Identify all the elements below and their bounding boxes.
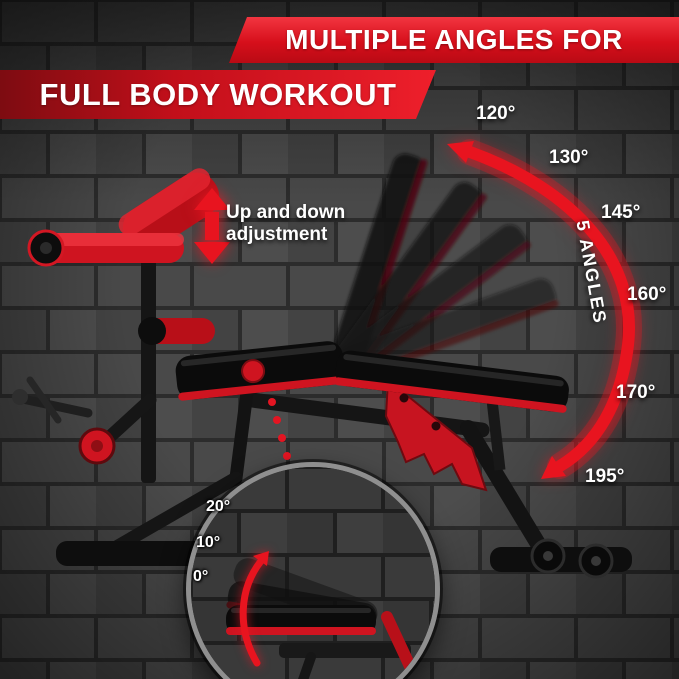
leg-developer xyxy=(12,168,220,483)
angle-label-195: 195° xyxy=(585,466,625,487)
adjustment-callout-line1: Up and down xyxy=(226,202,346,223)
up-down-arrow-icon xyxy=(194,188,230,264)
barbell-holder xyxy=(12,376,93,424)
inset-angle-label-0: 0° xyxy=(193,568,209,585)
inset-angle-label-20: 20° xyxy=(206,498,231,515)
angle-label-130: 130° xyxy=(549,147,589,168)
backrest-pad xyxy=(334,350,569,413)
banner-bottom-label: FULL BODY WORKOUT xyxy=(39,76,397,112)
adjustment-callout-line2: adjustment xyxy=(226,223,328,245)
angle-arc-arrow xyxy=(447,139,642,479)
inset-rotation-arrow xyxy=(239,551,269,667)
angle-label-120: 120° xyxy=(476,103,516,124)
inset-seat-pads xyxy=(226,558,378,635)
adjustment-ladder xyxy=(384,377,488,492)
adjustment-callout: Up and down adjustment xyxy=(226,202,345,246)
zoom-inset-circle xyxy=(186,462,440,679)
angle-label-170: 170° xyxy=(616,382,656,403)
arc-arrowhead-bottom xyxy=(541,456,566,479)
banner-top: MULTIPLE ANGLES FOR xyxy=(229,17,679,63)
seat-pad xyxy=(175,341,346,401)
brand-logo-dot xyxy=(241,359,266,384)
inset-angle-label-10: 10° xyxy=(196,534,221,551)
arc-arrowhead-top xyxy=(447,141,474,163)
inset-bench-view xyxy=(191,467,435,679)
transport-wheels xyxy=(530,538,614,579)
angle-label-160: 160° xyxy=(627,284,667,305)
banner-bottom: FULL BODY WORKOUT xyxy=(0,70,436,119)
angle-label-145: 145° xyxy=(601,202,641,223)
banner-top-label: MULTIPLE ANGLES FOR xyxy=(285,24,623,55)
